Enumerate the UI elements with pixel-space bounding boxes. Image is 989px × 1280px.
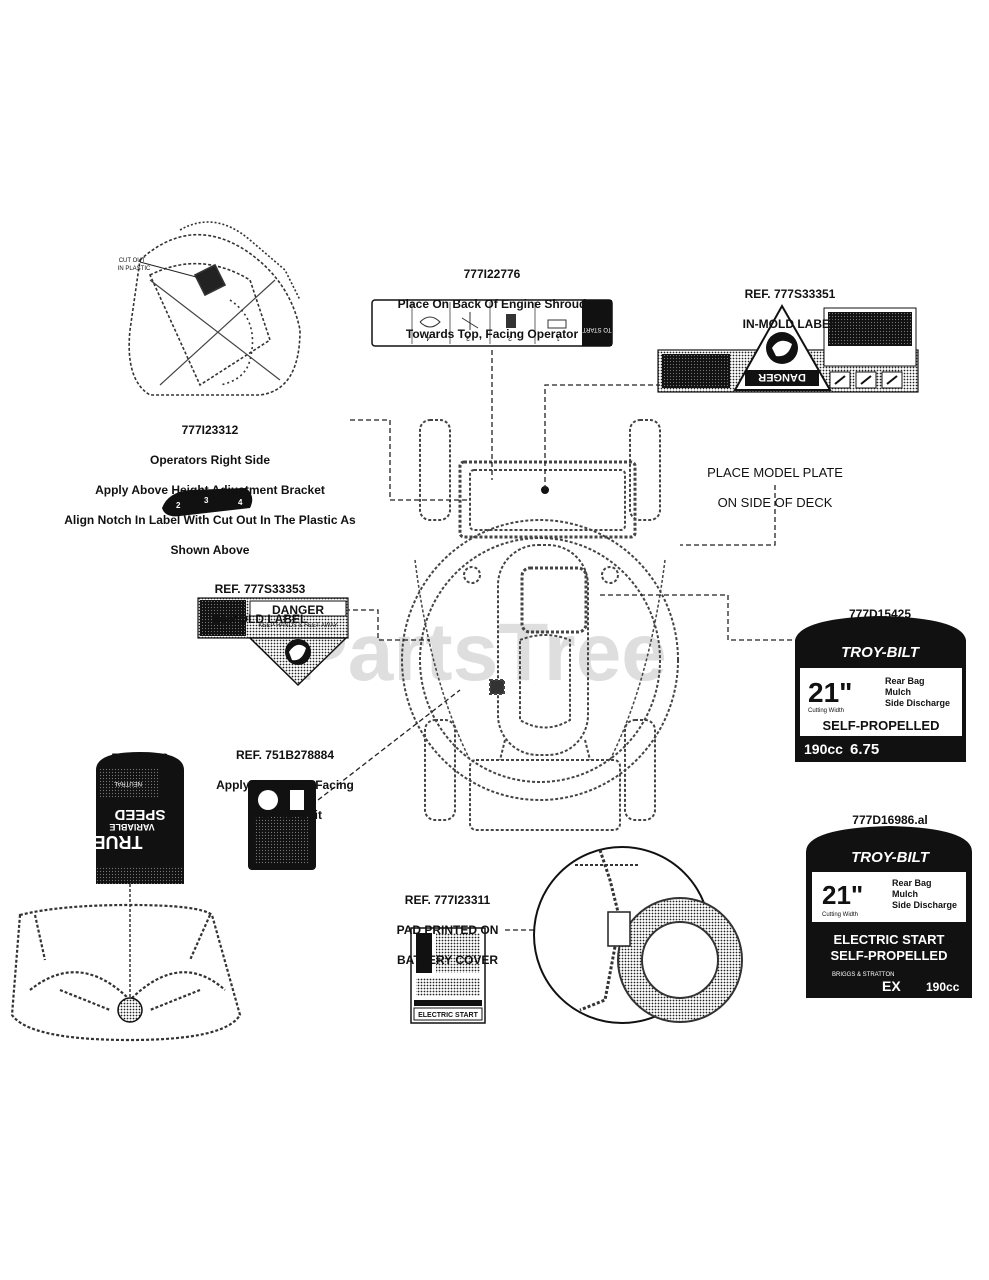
step-to-start: TO START xyxy=(582,326,611,332)
danger-mold-left-part: REF. 777S33353 xyxy=(214,582,306,596)
height-adjust-part: 777I23312 xyxy=(181,423,239,437)
danger-label-left: DANGER KEEP HANDS & FEET AWAY xyxy=(197,597,349,687)
true-speed-part: 777I23492 xyxy=(111,751,169,765)
caption-height-adjust: 777I23312 Operators Right Side Apply Abo… xyxy=(50,408,370,573)
shroud-front-line2: Front Of Unit xyxy=(248,808,322,822)
side-badge-part: 777D15425 xyxy=(848,607,912,621)
step-2: 2 xyxy=(508,334,512,341)
electric-badge-feature-2: Mulch xyxy=(892,889,918,899)
caption-battery-pad: REF. 777I23311 PAD PRINTED ON BATTERY CO… xyxy=(380,878,515,983)
caption-model-plate: PLACE MODEL PLATE ON SIDE OF DECK xyxy=(690,450,860,525)
cut-out-label: CUT OUT xyxy=(119,258,146,264)
caption-side-badge: 777D15425 xyxy=(820,592,940,637)
model-plate-line1: PLACE MODEL PLATE xyxy=(707,465,843,480)
electric-badge: TROY-BILT 21" Cutting Width Rear Bag Mul… xyxy=(806,826,972,998)
handle-pivot xyxy=(117,997,143,1023)
caption-shroud-front: REF. 751B278884 Apply To Shroud Facing F… xyxy=(200,733,370,838)
side-badge-feature-1: Rear Bag xyxy=(885,676,925,686)
electric-badge-cut-width: Cutting Width xyxy=(822,912,858,918)
caption-danger-mold-right: REF. 777S33351 IN-MOLD LABEL xyxy=(700,272,880,347)
height-adjust-line2: Apply Above Height Adjustment Bracket xyxy=(95,483,325,497)
battery-pad-line1: PAD PRINTED ON xyxy=(396,923,499,937)
caption-danger-mold-left: REF. 777S33353 IN-MOLD LABEL xyxy=(190,567,330,642)
electric-badge-size: 21" xyxy=(822,880,863,910)
electric-badge-feature-1: Rear Bag xyxy=(892,878,932,888)
electric-badge-line2: SELF-PROPELLED xyxy=(830,948,947,963)
true-speed-line1: TRUE xyxy=(94,832,143,852)
true-speed-neutral: NEUTRAL xyxy=(113,780,142,786)
step-1: 1 xyxy=(556,334,560,341)
danger-mold-right-part: REF. 777S33351 xyxy=(744,287,836,301)
caption-electric-badge: 777D16986.al xyxy=(820,798,960,843)
danger-mold-right-line1: IN-MOLD LABEL xyxy=(742,317,838,331)
side-badge-cut-width: Cutting Width xyxy=(808,708,844,714)
watermark: PartsTree xyxy=(293,607,667,698)
shroud-front-line1: Apply To Shroud Facing xyxy=(216,778,354,792)
danger-subtext-left: KEEP HANDS & FEET AWAY xyxy=(258,623,337,629)
shroud-front-part: REF. 751B278884 xyxy=(235,748,335,762)
electric-badge-series: EX xyxy=(882,978,901,994)
side-badge-drive: SELF-PROPELLED xyxy=(822,718,939,733)
true-speed-line2: VARIABLE xyxy=(109,822,154,832)
notch-number-2: 2 xyxy=(176,501,181,510)
caption-true-speed: 777I23492 xyxy=(80,736,200,781)
height-adjust-detail xyxy=(128,221,301,396)
notch-number-4: 4 xyxy=(238,498,243,507)
mower-body xyxy=(401,419,679,831)
danger-word-right: DANGER xyxy=(758,371,806,383)
height-adjust-line1: Operators Right Side xyxy=(149,453,271,467)
battery-pad-part: REF. 777I23311 xyxy=(404,893,491,907)
step-3: 3 xyxy=(466,334,470,341)
true-speed-line3: SPEED xyxy=(114,806,165,823)
wheel-detail xyxy=(533,846,743,1024)
engine-shroud-line2: Towards Top, Facing Operator xyxy=(405,327,579,341)
engine-shroud-line1: Place On Back Of Engine Shroud xyxy=(397,297,587,311)
start-steps-label: TO START 1 2 3 4 xyxy=(371,299,613,347)
side-badge-cc: 190cc xyxy=(804,741,843,757)
side-badge-brand: TROY-BILT xyxy=(841,644,921,661)
model-plate-line2: ON SIDE OF DECK xyxy=(717,495,833,510)
electric-badge-brand: TROY-BILT xyxy=(851,849,931,866)
side-badge-torque: 6.75 xyxy=(850,741,879,758)
side-badge: TROY-BILT 21" Cutting Width Rear Bag Mul… xyxy=(795,616,966,762)
battery-pad-line2: BATTERY COVER xyxy=(396,953,499,967)
shroud-front-label xyxy=(248,780,316,870)
side-badge-feature-2: Mulch xyxy=(885,687,911,697)
danger-word-left: DANGER xyxy=(272,603,324,617)
step-4: 4 xyxy=(426,334,430,341)
engine-shroud-part: 777I22776 xyxy=(463,267,521,281)
side-badge-size: 21" xyxy=(808,677,852,708)
electric-badge-engine: BRIGGS & STRATTON xyxy=(832,972,894,978)
caption-engine-shroud: 777I22776 Place On Back Of Engine Shroud… xyxy=(372,252,612,357)
danger-mold-left-line1: IN-MOLD LABEL xyxy=(212,612,308,626)
electric-badge-part: 777D16986.al xyxy=(852,813,928,827)
electric-badge-line1: ELECTRIC START xyxy=(834,932,945,947)
electric-badge-feature-3: Side Discharge xyxy=(892,900,957,910)
height-adjust-line3: Align Notch In Label With Cut Out In The… xyxy=(64,513,356,527)
electric-badge-cc: 190cc xyxy=(926,980,960,994)
true-speed-label: NEUTRAL TRUE VARIABLE SPEED xyxy=(94,752,184,884)
notch-number-3: 3 xyxy=(204,496,209,505)
battery-pad: ELECTRIC START xyxy=(410,927,486,1024)
danger-label-right: DANGER xyxy=(657,303,919,393)
side-badge-feature-3: Side Discharge xyxy=(885,698,950,708)
in-plastic-label: IN PLASTIC xyxy=(118,266,151,272)
notch-label: 2 3 4 xyxy=(162,488,253,517)
battery-pad-bottom: ELECTRIC START xyxy=(418,1012,478,1019)
height-adjust-line4: Shown Above xyxy=(170,543,250,557)
